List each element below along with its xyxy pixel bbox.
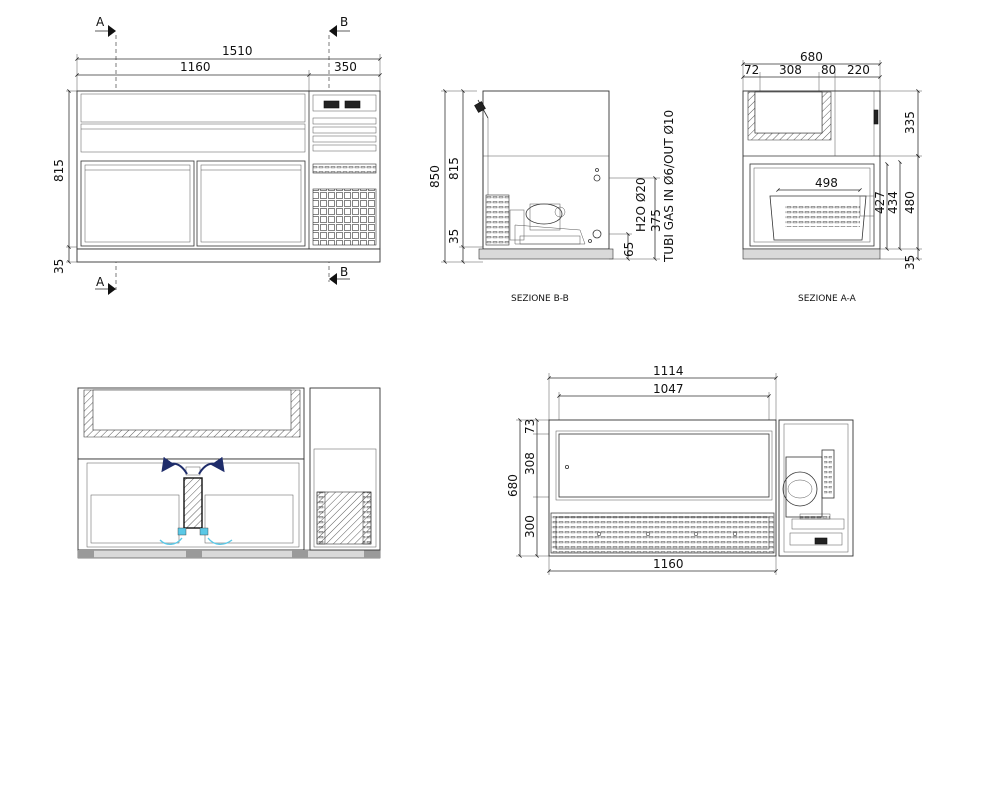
plan-compressor-unit <box>778 419 854 557</box>
condenser-block <box>316 491 372 545</box>
width-unit-label: 350 <box>334 60 357 74</box>
dimension-water-height: 65 H2O Ø20 <box>609 177 648 261</box>
plan-depth-part-2: 308 <box>523 452 537 475</box>
width-total-label: 1510 <box>222 44 253 58</box>
dimension-height-overall: 850 <box>428 89 483 264</box>
dimension-width-total: 1510 <box>75 44 382 92</box>
water-label: H2O Ø20 <box>634 177 648 232</box>
height-feet-label: 35 <box>447 229 461 244</box>
dimension-height-body: 815 35 <box>447 89 483 264</box>
section-aa-base <box>742 248 881 260</box>
section-bb-base <box>478 248 614 260</box>
depth-part-2: 308 <box>779 63 802 77</box>
dimension-width-unit: 350 <box>309 60 382 77</box>
width-base-label: 1160 <box>653 557 684 571</box>
height-feet-label: 35 <box>52 259 66 274</box>
compartment-left <box>90 494 180 544</box>
return-air-right <box>207 537 233 545</box>
plan-view: 1114 1047 680 73 308 300 <box>506 364 854 575</box>
section-marker-b-bottom: B <box>329 265 350 285</box>
plan-perforated-grille <box>550 512 775 554</box>
depth-part-4: 220 <box>847 63 870 77</box>
door-left <box>80 160 195 247</box>
plan-depth-part-1: 73 <box>523 419 537 434</box>
depth-part-1: 72 <box>744 63 759 77</box>
vent-strip <box>312 163 377 174</box>
display-top-band <box>80 93 306 123</box>
width-cabinet-label: 1160 <box>180 60 211 74</box>
width-inner-label: 1047 <box>653 382 684 396</box>
marker-b-label: B <box>340 265 348 279</box>
water-height-label: 65 <box>622 242 636 257</box>
evaporator <box>183 477 203 529</box>
height-body-label: 815 <box>447 157 461 180</box>
depth-part-3: 80 <box>821 63 836 77</box>
condenser-grille <box>312 188 377 246</box>
section-bb-view: 850 815 35 <box>428 89 676 304</box>
compartment-right <box>204 494 294 544</box>
section-marker-a-top: A <box>95 15 116 37</box>
dimension-aa-heights: 335 427 434 480 35 <box>873 89 922 270</box>
dimension-width-outer: 1114 <box>547 364 778 420</box>
section-marker-a-bottom: A <box>95 275 116 295</box>
return-air-left <box>159 537 183 545</box>
marker-b-label: B <box>340 15 348 29</box>
height-480-label: 480 <box>903 191 917 214</box>
width-outer-label: 1114 <box>653 364 684 378</box>
gas-pipe-hole <box>593 174 601 182</box>
dimension-height-total: 815 35 <box>52 89 77 274</box>
height-434-label: 434 <box>886 191 900 214</box>
compressor-assembly <box>485 194 586 246</box>
plan-depth-part-3: 300 <box>523 515 537 538</box>
unit-control-panel <box>312 94 377 246</box>
pipe-label: TUBI GAS IN Ø6/OUT Ø10 <box>662 110 676 263</box>
dimension-depth-total: 680 <box>741 50 882 91</box>
display-mid-band <box>80 123 306 153</box>
cabinet-plinth <box>76 248 381 263</box>
airflow-arrow-left <box>161 456 188 475</box>
dimension-width-base: 1160 <box>547 556 778 575</box>
height-top-label: 335 <box>903 111 917 134</box>
inner-width-label: 498 <box>815 176 838 190</box>
dimension-inner-width: 498 <box>776 176 862 192</box>
airflow-section-view <box>77 387 381 559</box>
height-total-label: 815 <box>52 159 66 182</box>
dimension-plan-depth: 680 73 308 300 <box>506 418 549 558</box>
marker-a-label: A <box>96 275 105 289</box>
section-bb-caption: SEZIONE B-B <box>511 294 569 304</box>
marker-a-label: A <box>96 15 105 29</box>
dimension-depth-parts: 72 308 80 220 <box>741 63 882 91</box>
plan-depth-total-label: 680 <box>506 474 520 497</box>
height-427-label: 427 <box>873 191 887 214</box>
depth-total-label: 680 <box>800 50 823 64</box>
wire-basket <box>769 195 867 241</box>
dimension-width-inner: 1047 <box>557 382 771 430</box>
dimension-pipe-height: 375 TUBI GAS IN Ø6/OUT Ø10 <box>609 110 676 263</box>
section-aa-caption: SEZIONE A-A <box>798 294 857 304</box>
plan-display-opening <box>558 433 770 498</box>
airflow-base <box>77 549 381 559</box>
door-right <box>196 160 306 247</box>
front-view: A A B B 1510 1160 <box>52 15 382 295</box>
height-feet-label: 35 <box>903 255 917 270</box>
height-overall-label: 850 <box>428 165 442 188</box>
pipe-height-label: 375 <box>649 209 663 232</box>
water-drain-hole <box>592 229 602 239</box>
section-aa-view: 680 72 308 80 220 498 <box>741 50 922 304</box>
dimension-width-cabinet: 1160 <box>75 60 311 92</box>
airflow-arrow-right <box>198 456 225 475</box>
section-marker-b-top: B <box>329 15 350 37</box>
